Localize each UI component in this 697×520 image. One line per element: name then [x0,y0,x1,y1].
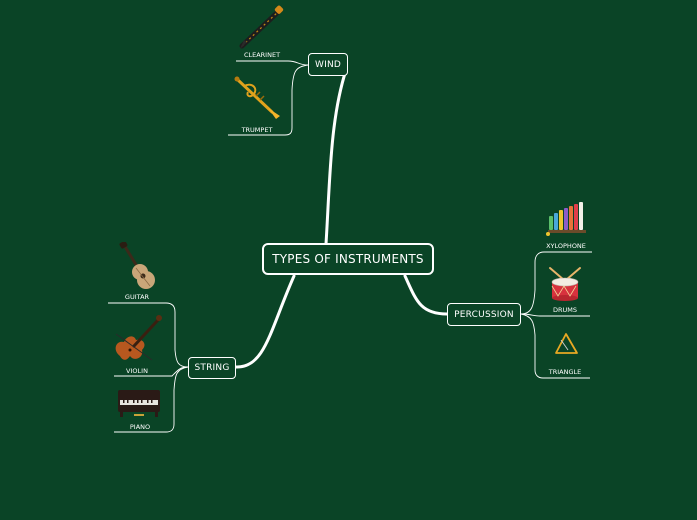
connector-root-percussion [403,274,449,316]
branch-label-percussion: PERCUSSION [454,309,514,320]
triangle-icon [553,332,579,356]
leaf-label-violin: VIOLIN [126,367,148,375]
connector-percussion-triangle [520,313,590,379]
branch-node-percussion[interactable]: PERCUSSION [447,303,521,326]
branch-node-string[interactable]: STRING [188,357,236,379]
branch-node-wind[interactable]: WIND [308,53,348,76]
connector-string-piano [114,366,189,433]
leaf-label-guitar: GUITAR [124,293,150,301]
leaf-label-trumpet: TRUMPET [241,126,273,134]
piano-icon [116,388,162,418]
branch-label-string: STRING [194,363,230,373]
xylophone-icon [544,200,588,238]
drum-icon [548,266,582,302]
connector-wind-clarinet [236,60,309,66]
violin-icon [110,314,164,364]
leaf-label-clarinet: CLEARINET [243,51,281,59]
root-node[interactable]: TYPES OF INSTRUMENTS [262,243,434,275]
connector-percussion-xylophone [520,251,592,315]
guitar-icon [118,240,158,290]
connector-root-string [234,274,296,369]
leaf-label-xylophone: XYLOPHONE [546,242,586,250]
clarinet-icon [238,4,286,50]
trumpet-icon [232,76,284,120]
connector-string-guitar [108,302,189,368]
leaf-label-piano: PIANO [129,423,151,431]
leaf-label-triangle: TRIANGLE [548,368,582,376]
root-node-label: TYPES OF INSTRUMENTS [272,252,424,266]
branch-label-wind: WIND [314,59,342,70]
leaf-label-drums: DRUMS [552,306,577,314]
connector-wind-trumpet [228,64,309,136]
connector-percussion-drums [520,313,590,317]
connector-root-wind [324,68,348,246]
